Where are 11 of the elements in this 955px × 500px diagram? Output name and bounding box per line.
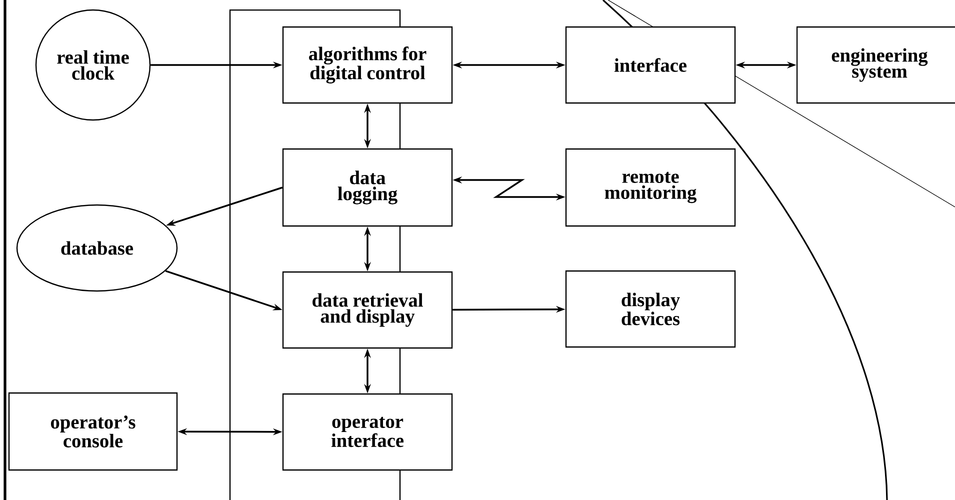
process-box: data retrieval and display bbox=[282, 271, 453, 349]
ellipse-node: real time clock bbox=[35, 9, 151, 121]
process-box: operator’s console bbox=[8, 392, 178, 471]
process-box: engineering system bbox=[796, 26, 955, 104]
process-box: remote monitoring bbox=[565, 148, 736, 227]
process-box: interface bbox=[565, 26, 736, 104]
process-box: data logging bbox=[282, 148, 453, 227]
ellipse-node: database bbox=[16, 204, 178, 292]
process-box: operator interface bbox=[282, 393, 453, 471]
process-box: algorithms for digital control bbox=[282, 26, 453, 104]
process-box: display devices bbox=[565, 270, 736, 348]
